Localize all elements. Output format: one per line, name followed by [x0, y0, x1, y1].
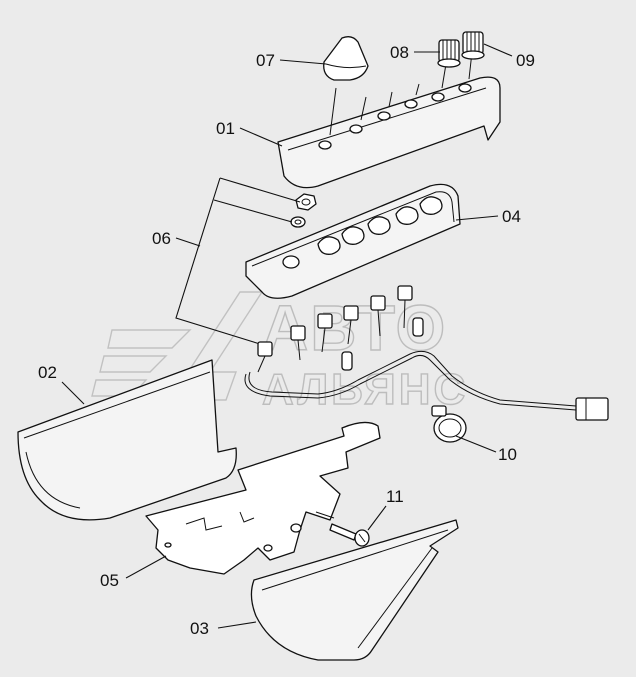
callout-08: 08 [390, 43, 409, 62]
callout-labels: 07 08 09 01 04 06 02 10 11 05 03 [38, 43, 535, 638]
leader-10 [455, 435, 497, 453]
leader-06 [175, 237, 201, 247]
switch-1-icon [257, 341, 273, 373]
leader-03 [217, 621, 257, 629]
leader-05 [125, 555, 167, 579]
end-connector-icon [575, 397, 609, 421]
callout-10: 10 [498, 445, 517, 464]
part-07-knob [323, 36, 369, 81]
part-01-alignment-lines [329, 51, 473, 136]
leader-01 [239, 127, 283, 147]
callout-07: 07 [256, 51, 275, 70]
part-02-left-shell [17, 359, 237, 521]
plug-connector-1-icon [412, 317, 424, 337]
switch-wiring-harness [244, 285, 609, 421]
leader-11 [367, 505, 387, 531]
part-03-right-shell [250, 519, 459, 661]
switch-5-icon [370, 295, 386, 337]
part-11-screw [329, 523, 370, 547]
switch-4-icon [343, 305, 359, 345]
part-05-bracket [145, 421, 381, 575]
callout-03: 03 [190, 619, 209, 638]
leader-04 [455, 215, 499, 221]
callout-04: 04 [502, 207, 521, 226]
callout-09: 09 [516, 51, 535, 70]
leader-09 [483, 43, 513, 57]
callout-06: 06 [152, 229, 171, 248]
part-04-switch-panel [245, 183, 461, 299]
leader-lines [61, 43, 513, 629]
part-10-clamp [431, 405, 467, 443]
part-01-top-cover [277, 76, 501, 189]
callout-02: 02 [38, 363, 57, 382]
switch-3-icon [317, 313, 333, 353]
switch-2-icon [290, 325, 306, 361]
callout-05: 05 [100, 571, 119, 590]
leader-07 [279, 59, 327, 65]
plug-connector-2-icon [341, 351, 353, 371]
part-08-knurled-knob [437, 39, 461, 68]
part-06-leader-box [175, 177, 301, 345]
part-09-knurled-knob [461, 31, 485, 60]
callout-01: 01 [216, 119, 235, 138]
callout-11: 11 [386, 487, 404, 506]
switch-6-icon [397, 285, 413, 329]
part-06-nut-washer [290, 193, 317, 228]
leader-02 [61, 381, 85, 405]
